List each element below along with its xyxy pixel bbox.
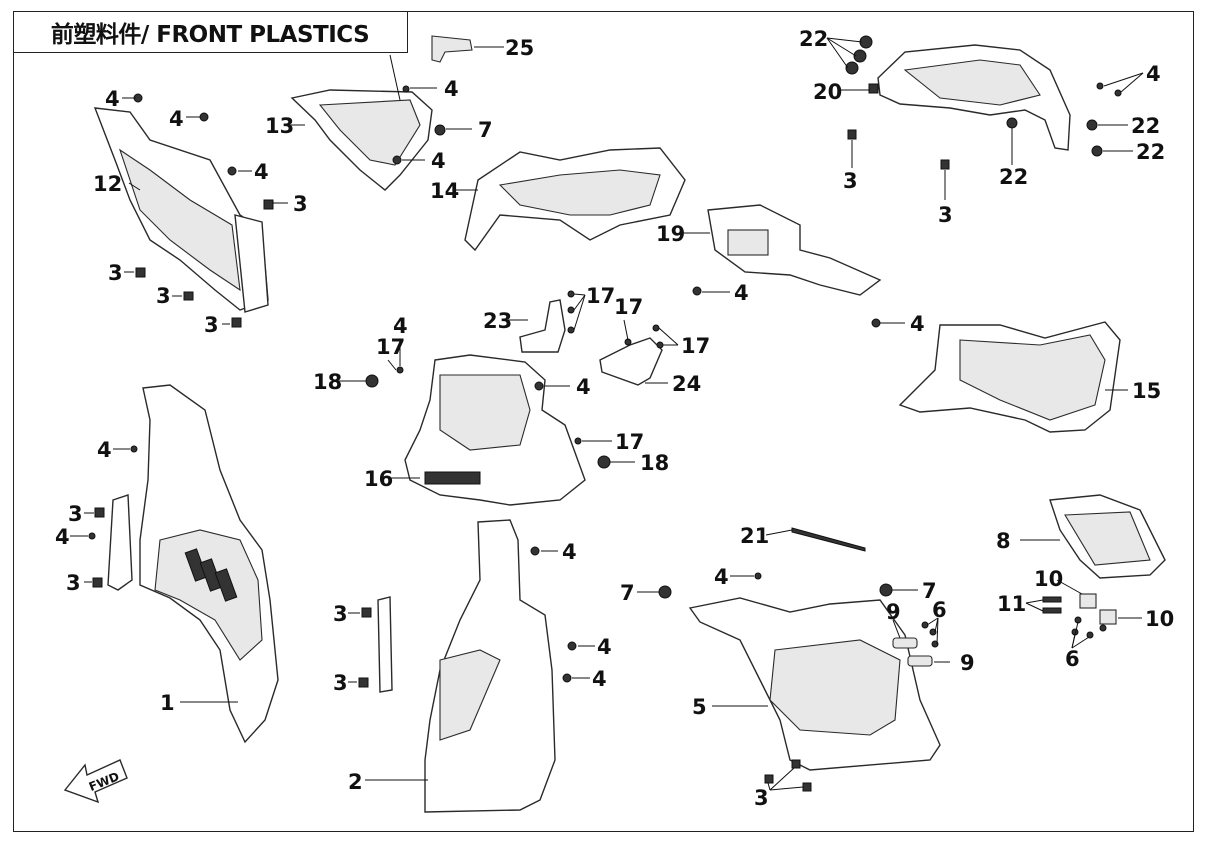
callout-13: 13 — [265, 114, 294, 138]
callout-4: 4 — [576, 375, 591, 399]
part-16-front-nose — [365, 354, 611, 506]
callout-labels: 4 4 12 4 3 3 3 3 25 4 13 7 4 14 19 4 4 1… — [55, 27, 1174, 810]
callout-6: 6 — [1065, 647, 1080, 671]
callout-3: 3 — [938, 203, 953, 227]
callout-24: 24 — [672, 372, 701, 396]
callout-11: 11 — [997, 592, 1026, 616]
callout-14: 14 — [430, 179, 459, 203]
callout-1: 1 — [160, 691, 175, 715]
callout-17: 17 — [586, 284, 615, 308]
callout-22: 22 — [999, 165, 1028, 189]
callout-4: 4 — [105, 87, 120, 111]
callout-10: 10 — [1034, 567, 1063, 591]
callout-12: 12 — [93, 172, 122, 196]
callout-5: 5 — [692, 695, 707, 719]
callout-9: 9 — [960, 651, 975, 675]
part-10-11-adjusters — [1042, 593, 1117, 639]
callout-7: 7 — [922, 579, 937, 603]
callout-4: 4 — [597, 635, 612, 659]
part-2-center-panel — [358, 519, 577, 813]
part-25-clip — [431, 35, 473, 63]
callout-16: 16 — [364, 467, 393, 491]
callout-3: 3 — [108, 261, 123, 285]
callout-22: 22 — [1136, 140, 1165, 164]
part-9-clips — [892, 621, 939, 667]
part-13-upper-duct — [290, 85, 446, 191]
callout-4: 4 — [592, 667, 607, 691]
callout-4: 4 — [393, 314, 408, 338]
callout-3: 3 — [68, 502, 83, 526]
part-top-right-cover — [845, 35, 1122, 170]
callout-19: 19 — [656, 222, 685, 246]
callout-22: 22 — [1131, 114, 1160, 138]
callout-20: 20 — [813, 80, 842, 104]
callout-4: 4 — [562, 540, 577, 564]
callout-15: 15 — [1132, 379, 1161, 403]
callout-4: 4 — [714, 565, 729, 589]
callout-3: 3 — [754, 786, 769, 810]
callout-17: 17 — [615, 430, 644, 454]
callout-4: 4 — [734, 281, 749, 305]
callout-3: 3 — [156, 284, 171, 308]
callout-6: 6 — [932, 598, 947, 622]
callout-10: 10 — [1145, 607, 1174, 631]
callout-22: 22 — [799, 27, 828, 51]
callout-4: 4 — [169, 107, 184, 131]
diagram-title: 前塑料件/ FRONT PLASTICS — [50, 21, 370, 48]
callout-7: 7 — [620, 581, 635, 605]
callout-18: 18 — [640, 451, 669, 475]
callout-18: 18 — [313, 370, 342, 394]
title-block: 前塑料件/ FRONT PLASTICS — [13, 11, 408, 53]
callout-4: 4 — [910, 312, 925, 336]
part-1-left-fender — [88, 384, 279, 744]
part-21-strip — [791, 527, 866, 552]
leader-lines — [70, 37, 1144, 791]
part-15-shroud — [898, 321, 1121, 433]
part-14-front-fascia — [464, 147, 686, 252]
callout-4: 4 — [1146, 62, 1161, 86]
part-12-left-side-panel — [93, 93, 274, 328]
callout-3: 3 — [66, 571, 81, 595]
part-8-headlight — [1049, 494, 1166, 579]
callout-17: 17 — [614, 295, 643, 319]
fwd-arrow: FWD — [63, 759, 128, 804]
callout-21: 21 — [740, 524, 769, 548]
callout-4: 4 — [97, 438, 112, 462]
callout-17: 17 — [376, 335, 405, 359]
callout-23: 23 — [483, 309, 512, 333]
callout-3: 3 — [204, 313, 219, 337]
callout-8: 8 — [996, 529, 1011, 553]
callout-3: 3 — [333, 671, 348, 695]
part-24-bracket — [599, 324, 664, 386]
callout-4: 4 — [55, 525, 70, 549]
part-19-instrument-housing — [692, 204, 882, 328]
callout-3: 3 — [293, 192, 308, 216]
callout-4: 4 — [254, 160, 269, 184]
callout-2: 2 — [348, 770, 363, 794]
drawing-frame — [13, 11, 1194, 832]
callout-7: 7 — [478, 118, 493, 142]
callout-9: 9 — [886, 600, 901, 624]
callout-3: 3 — [843, 169, 858, 193]
part-5-storage-panel — [658, 572, 941, 792]
callout-3: 3 — [333, 602, 348, 626]
callout-4: 4 — [444, 77, 459, 101]
callout-25: 25 — [505, 36, 534, 60]
callout-4: 4 — [431, 149, 446, 173]
callout-17: 17 — [681, 334, 710, 358]
part-23-bracket — [519, 290, 575, 353]
